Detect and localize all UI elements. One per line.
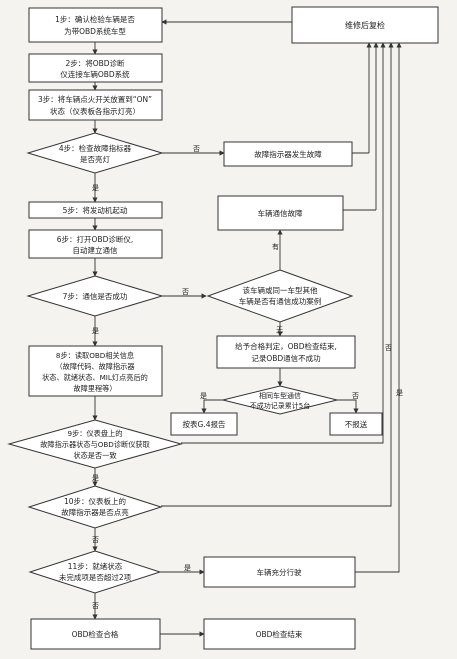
step11-line2: 未完成项是否超过2项 — [59, 572, 132, 582]
node-step10: 10步：仪表板上的 故障指示器是否点亮 — [27, 485, 163, 529]
label-same-no: 无 — [276, 326, 283, 334]
label-step11-yes: 是 — [184, 564, 191, 572]
node-step3: 3步：将车辆点火开关放置到“ON” 状态（仪表板各指示灯亮） — [28, 89, 163, 121]
node-step9: 9步：仪表盘上的 故障指示器状态与OBD诊断仪获取 状态是否一致 — [7, 419, 183, 469]
step11-line1: 11步：就绪状态 — [68, 561, 123, 571]
comm-fault-text: 车辆通信故障 — [258, 208, 303, 218]
step9-line1: 9步：仪表盘上的 — [68, 429, 123, 438]
edge-count-yes — [201, 399, 223, 414]
node-step6: 6步：打开OBD诊断仪, 自动建立通信 — [28, 229, 163, 259]
label-step7-yes: 是 — [92, 327, 99, 335]
report-text: 按表G.4报告 — [183, 419, 226, 429]
recheck-text: 维修后复检 — [345, 20, 385, 30]
node-report: 按表G.4报告 — [170, 412, 238, 436]
node-comm-fault: 车辆通信故障 — [217, 195, 344, 231]
same-model-line2: 车辆是否有通信成功案例 — [239, 296, 322, 306]
step7-text: 7步：通信是否成功 — [63, 291, 128, 301]
give-pass-line1: 给予合格判定，OBD检查结束, — [235, 341, 337, 351]
node-step5: 5步：将发动机起动 — [28, 201, 163, 219]
model-count-line2: 不成功记录累计5台 — [250, 401, 310, 410]
pass-text: OBD检查合格 — [72, 629, 119, 639]
node-step4: 4步：检查故障指标器 是否亮灯 — [26, 132, 164, 174]
step1-line1: 1步：确认检验车辆是否 — [55, 14, 135, 24]
node-pass: OBD检查合格 — [30, 618, 161, 650]
node-analysis: 车辆充分行驶 — [203, 556, 356, 588]
no-report-text: 不报送 — [345, 419, 368, 429]
step3-line1: 3步：将车辆点火开关放置到“ON” — [38, 94, 152, 104]
step2-line2: 仪连接车辆OBD系统 — [60, 69, 130, 79]
node-step2: 2步：将OBD诊断 仪连接车辆OBD系统 — [28, 53, 163, 83]
step2-line1: 2步：将OBD诊断 — [65, 58, 125, 68]
label-step9-no: 否 — [385, 344, 392, 352]
step6-line2: 自动建立通信 — [73, 245, 118, 255]
label-step9-yes: 是 — [92, 474, 99, 482]
label-same-yes: 有 — [272, 242, 279, 251]
step4-line2: 是否亮灯 — [80, 154, 110, 164]
edge-count-no — [337, 399, 359, 414]
analysis-text: 车辆充分行驶 — [257, 567, 302, 577]
give-pass-line2: 记录OBD通信不成功 — [251, 353, 321, 363]
node-model-count: 相同车型通信 不成功记录累计5台 — [222, 385, 338, 415]
label-count-yes: 是 — [200, 392, 207, 400]
node-step11: 11步：就绪状态 未完成项是否超过2项 — [28, 550, 162, 594]
step8-line4: 故障里程等） — [73, 384, 116, 393]
connectors — [92, 19, 402, 637]
step9-line3: 状态是否一致 — [73, 451, 116, 460]
same-model-line1: 该车辆或同一车型其他 — [243, 285, 318, 295]
label-step4-yes: 是 — [92, 184, 99, 192]
step8-line2: （故障代码、故障指示器 — [55, 362, 134, 371]
model-count-line1: 相同车型通信 — [259, 391, 301, 400]
step10-line1: 10步：仪表板上的 — [64, 496, 126, 506]
node-step8: 8步：读取OBD相关信息 （故障代码、故障指示器 状态、就绪状态、MIL灯点亮后… — [28, 345, 163, 397]
node-no-report: 不报送 — [329, 412, 383, 436]
label-count-no: 否 — [352, 392, 359, 400]
node-give-pass: 给予合格判定，OBD检查结束, 记录OBD通信不成功 — [216, 335, 356, 369]
node-recheck: 维修后复检 — [291, 6, 439, 44]
step4-line1: 4步：检查故障指标器 — [59, 143, 132, 153]
label-step7-no: 否 — [182, 288, 189, 296]
node-same-model: 该车辆或同一车型其他 车辆是否有通信成功案例 — [206, 269, 354, 323]
label-step4-no: 否 — [193, 145, 200, 153]
node-step7: 7步：通信是否成功 — [26, 275, 164, 317]
node-end: OBD检查结束 — [203, 618, 356, 650]
step6-line1: 6步：打开OBD诊断仪, — [57, 234, 133, 244]
step5-text: 5步：将发动机起动 — [63, 205, 128, 215]
edge-step9-no — [181, 42, 386, 444]
step9-line2: 故障指示器状态与OBD诊断仪获取 — [40, 440, 150, 449]
node-mil-fault: 故障指示器发生故障 — [223, 141, 353, 167]
step1-line2: 为带OBD系统车型 — [64, 26, 126, 36]
label-step10-yes: 是 — [396, 389, 403, 397]
end-text: OBD检查结束 — [256, 629, 303, 639]
step10-line2: 故障指示器是否点亮 — [61, 507, 129, 517]
step3-line2: 状态（仪表板各指示灯亮） — [50, 106, 140, 116]
edge-labels: 否 是 否 是 有 无 是 否 否 是 是 否 是 否 — [92, 145, 403, 610]
edge-step10-yes — [161, 42, 394, 507]
step8-line3: 状态、就绪状态、MIL灯点亮后的 — [42, 373, 148, 382]
label-step11-no: 否 — [92, 602, 99, 610]
step8-line1: 8步：读取OBD相关信息 — [56, 351, 134, 360]
edge-analysis-recheck — [355, 42, 402, 573]
mil-fault-text: 故障指示器发生故障 — [254, 149, 322, 159]
label-step10-no: 否 — [92, 536, 99, 544]
node-step1: 1步：确认检验车辆是否 为带OBD系统车型 — [28, 7, 163, 43]
